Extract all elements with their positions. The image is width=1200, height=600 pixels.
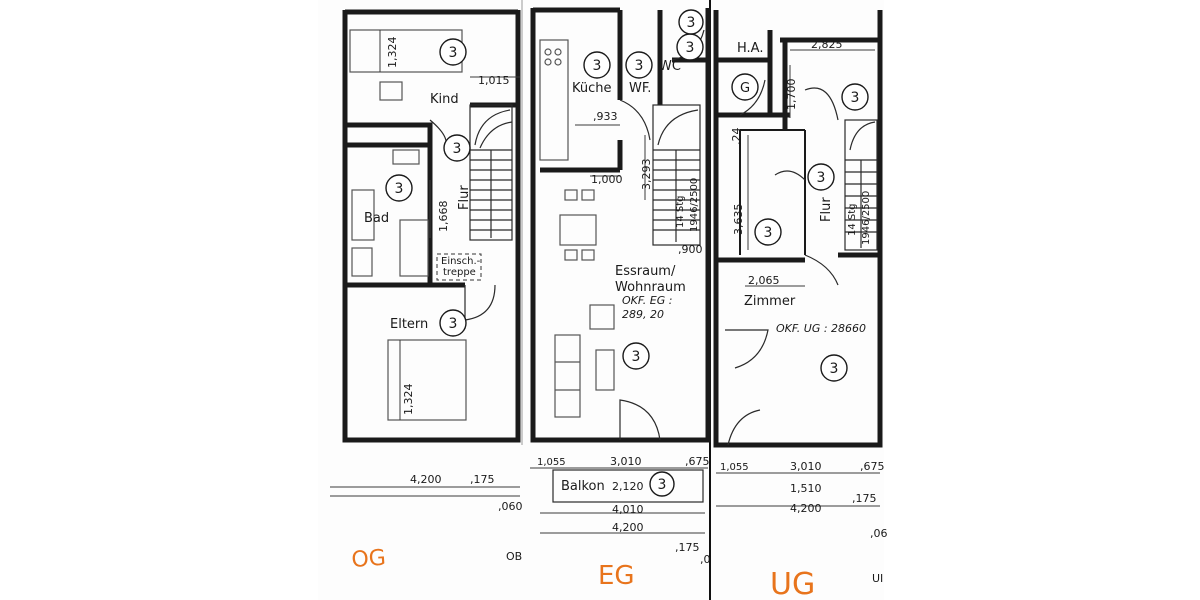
room-label-og-flur: Flur <box>457 185 472 210</box>
dim-eg-top-mid: 3,010 <box>610 455 642 468</box>
marker-group: 3 3 3 3 3 3 3 3 3 3 3 3 3 3 3 <box>385 9 869 497</box>
okf-eg-2: 289, 20 <box>622 308 664 321</box>
room-label-balkon: Balkon <box>561 479 605 494</box>
dim-ug-hall-short: ,24 <box>730 128 743 146</box>
dim-eg-stair-end: ,900 <box>678 243 703 256</box>
room-marker: 3 <box>583 51 611 79</box>
dim-eg-door: 1,000 <box>591 173 623 186</box>
svg-text:3: 3 <box>593 58 602 74</box>
room-marker: 3 <box>625 51 653 79</box>
dim-ug-zimmer-w: 2,065 <box>748 274 780 287</box>
room-label-zimmer: Zimmer <box>744 294 796 309</box>
room-marker: 3 <box>678 9 704 35</box>
dim-ug-bot-b: 1,510 <box>790 482 822 495</box>
room-marker: 3 <box>731 73 759 101</box>
dim-og-bottom-w: 4,200 <box>410 473 442 486</box>
dim-ug-bot-c: ,175 <box>852 492 877 505</box>
svg-text:3: 3 <box>395 181 404 197</box>
room-marker: 3 <box>649 471 675 497</box>
dim-eg-stair-len: 3,293 <box>640 159 653 191</box>
svg-text:3: 3 <box>686 40 695 56</box>
okf-ug: OKF. UG : 28660 <box>776 322 866 335</box>
room-label-kueche: Küche <box>572 81 612 96</box>
eg-plan <box>530 7 711 534</box>
svg-text:3: 3 <box>449 45 458 61</box>
room-marker: 3 <box>754 218 782 246</box>
room-label-eltern: Eltern <box>390 317 428 332</box>
room-label-ug-flur: Flur <box>819 197 834 222</box>
svg-text:3: 3 <box>764 225 773 241</box>
room-marker: 3 <box>820 354 848 382</box>
dim-eg-extra: ,175 <box>675 541 700 554</box>
dim-ug-hall-len: 3,635 <box>732 204 745 236</box>
room-label-einschub-2: treppe <box>443 267 476 278</box>
dim-eg-stair-spec-2: 1946/2500 <box>689 178 700 232</box>
okf-eg-1: OKF. EG : <box>622 294 672 307</box>
room-marker: 3 <box>807 163 835 191</box>
dim-og-flur-len: 1,668 <box>437 201 450 233</box>
dim-ug-bot-left: 1,055 <box>720 462 749 473</box>
room-label-wc: WC <box>659 59 681 74</box>
dim-ug-top-w: 2,825 <box>811 38 843 51</box>
floor-label-ug: UG <box>770 567 815 600</box>
dim-og-bottom-b: ,060 <box>498 500 523 513</box>
dim-ug-bot-right: ,675 <box>860 460 885 473</box>
dim-eg-stair-spec-1: 14 Stg <box>675 195 686 228</box>
room-marker: 3 <box>622 342 650 370</box>
room-label-bad: Bad <box>364 211 389 226</box>
room-marker: 3 <box>439 38 467 66</box>
svg-text:3: 3 <box>449 316 458 332</box>
room-label-ess-2: Wohnraum <box>615 280 686 295</box>
room-label-einschub-1: Einsch.- <box>441 256 481 267</box>
room-marker: 3 <box>385 174 413 202</box>
room-marker: 3 <box>676 33 704 61</box>
dim-eg-top-right: ,675 <box>685 455 710 468</box>
dim-eg-balkon-w: 2,120 <box>612 480 644 493</box>
dim-ug-ha-depth: 1,700 <box>785 79 798 111</box>
svg-text:3: 3 <box>632 349 641 365</box>
dim-eg-total-a: 4,010 <box>612 503 644 516</box>
room-label-wf: WF. <box>629 81 651 96</box>
svg-text:3: 3 <box>851 90 860 106</box>
room-label-ha: H.A. <box>737 41 763 56</box>
svg-text:3: 3 <box>658 477 667 493</box>
dim-og-eltern-depth: 1,324 <box>402 384 415 416</box>
dim-ug-stair-spec-2: 1946/2500 <box>861 191 872 245</box>
dim-eg-total-b: 4,200 <box>612 521 644 534</box>
dim-ug-stair-spec-1: 14 Stg <box>847 203 858 236</box>
room-label-kind: Kind <box>430 92 459 107</box>
dim-ug-bot-total: 4,200 <box>790 502 822 515</box>
svg-text:3: 3 <box>830 361 839 377</box>
svg-text:3: 3 <box>687 15 696 31</box>
room-marker: 3 <box>841 83 869 111</box>
svg-text:3: 3 <box>817 170 826 186</box>
floor-label-eg: EG <box>598 561 635 591</box>
dim-ug-edge2: UI <box>872 572 883 585</box>
room-marker: 3 <box>439 309 467 337</box>
room-label-ess-1: Essraum/ <box>615 264 676 279</box>
dim-eg-edge: ,0 <box>700 553 711 566</box>
dim-eg-top-left: 1,055 <box>537 457 566 468</box>
dim-og-bottom-small: ,175 <box>470 473 495 486</box>
ug-plan <box>713 10 883 507</box>
dim-og-ob: OB <box>506 550 522 563</box>
dim-ug-edge: ,06 <box>870 527 888 540</box>
room-label-g-overlay: G <box>740 81 750 96</box>
room-marker: 3 <box>443 134 471 162</box>
svg-text:3: 3 <box>453 141 462 157</box>
floor-label-og: OG <box>351 546 387 573</box>
dim-og-kind-w: 1,015 <box>478 74 510 87</box>
dim-og-top-depth: 1,324 <box>386 37 399 69</box>
dim-ug-bot-mid: 3,010 <box>790 460 822 473</box>
svg-text:3: 3 <box>635 58 644 74</box>
dim-eg-kueche-w: ,933 <box>593 110 618 123</box>
